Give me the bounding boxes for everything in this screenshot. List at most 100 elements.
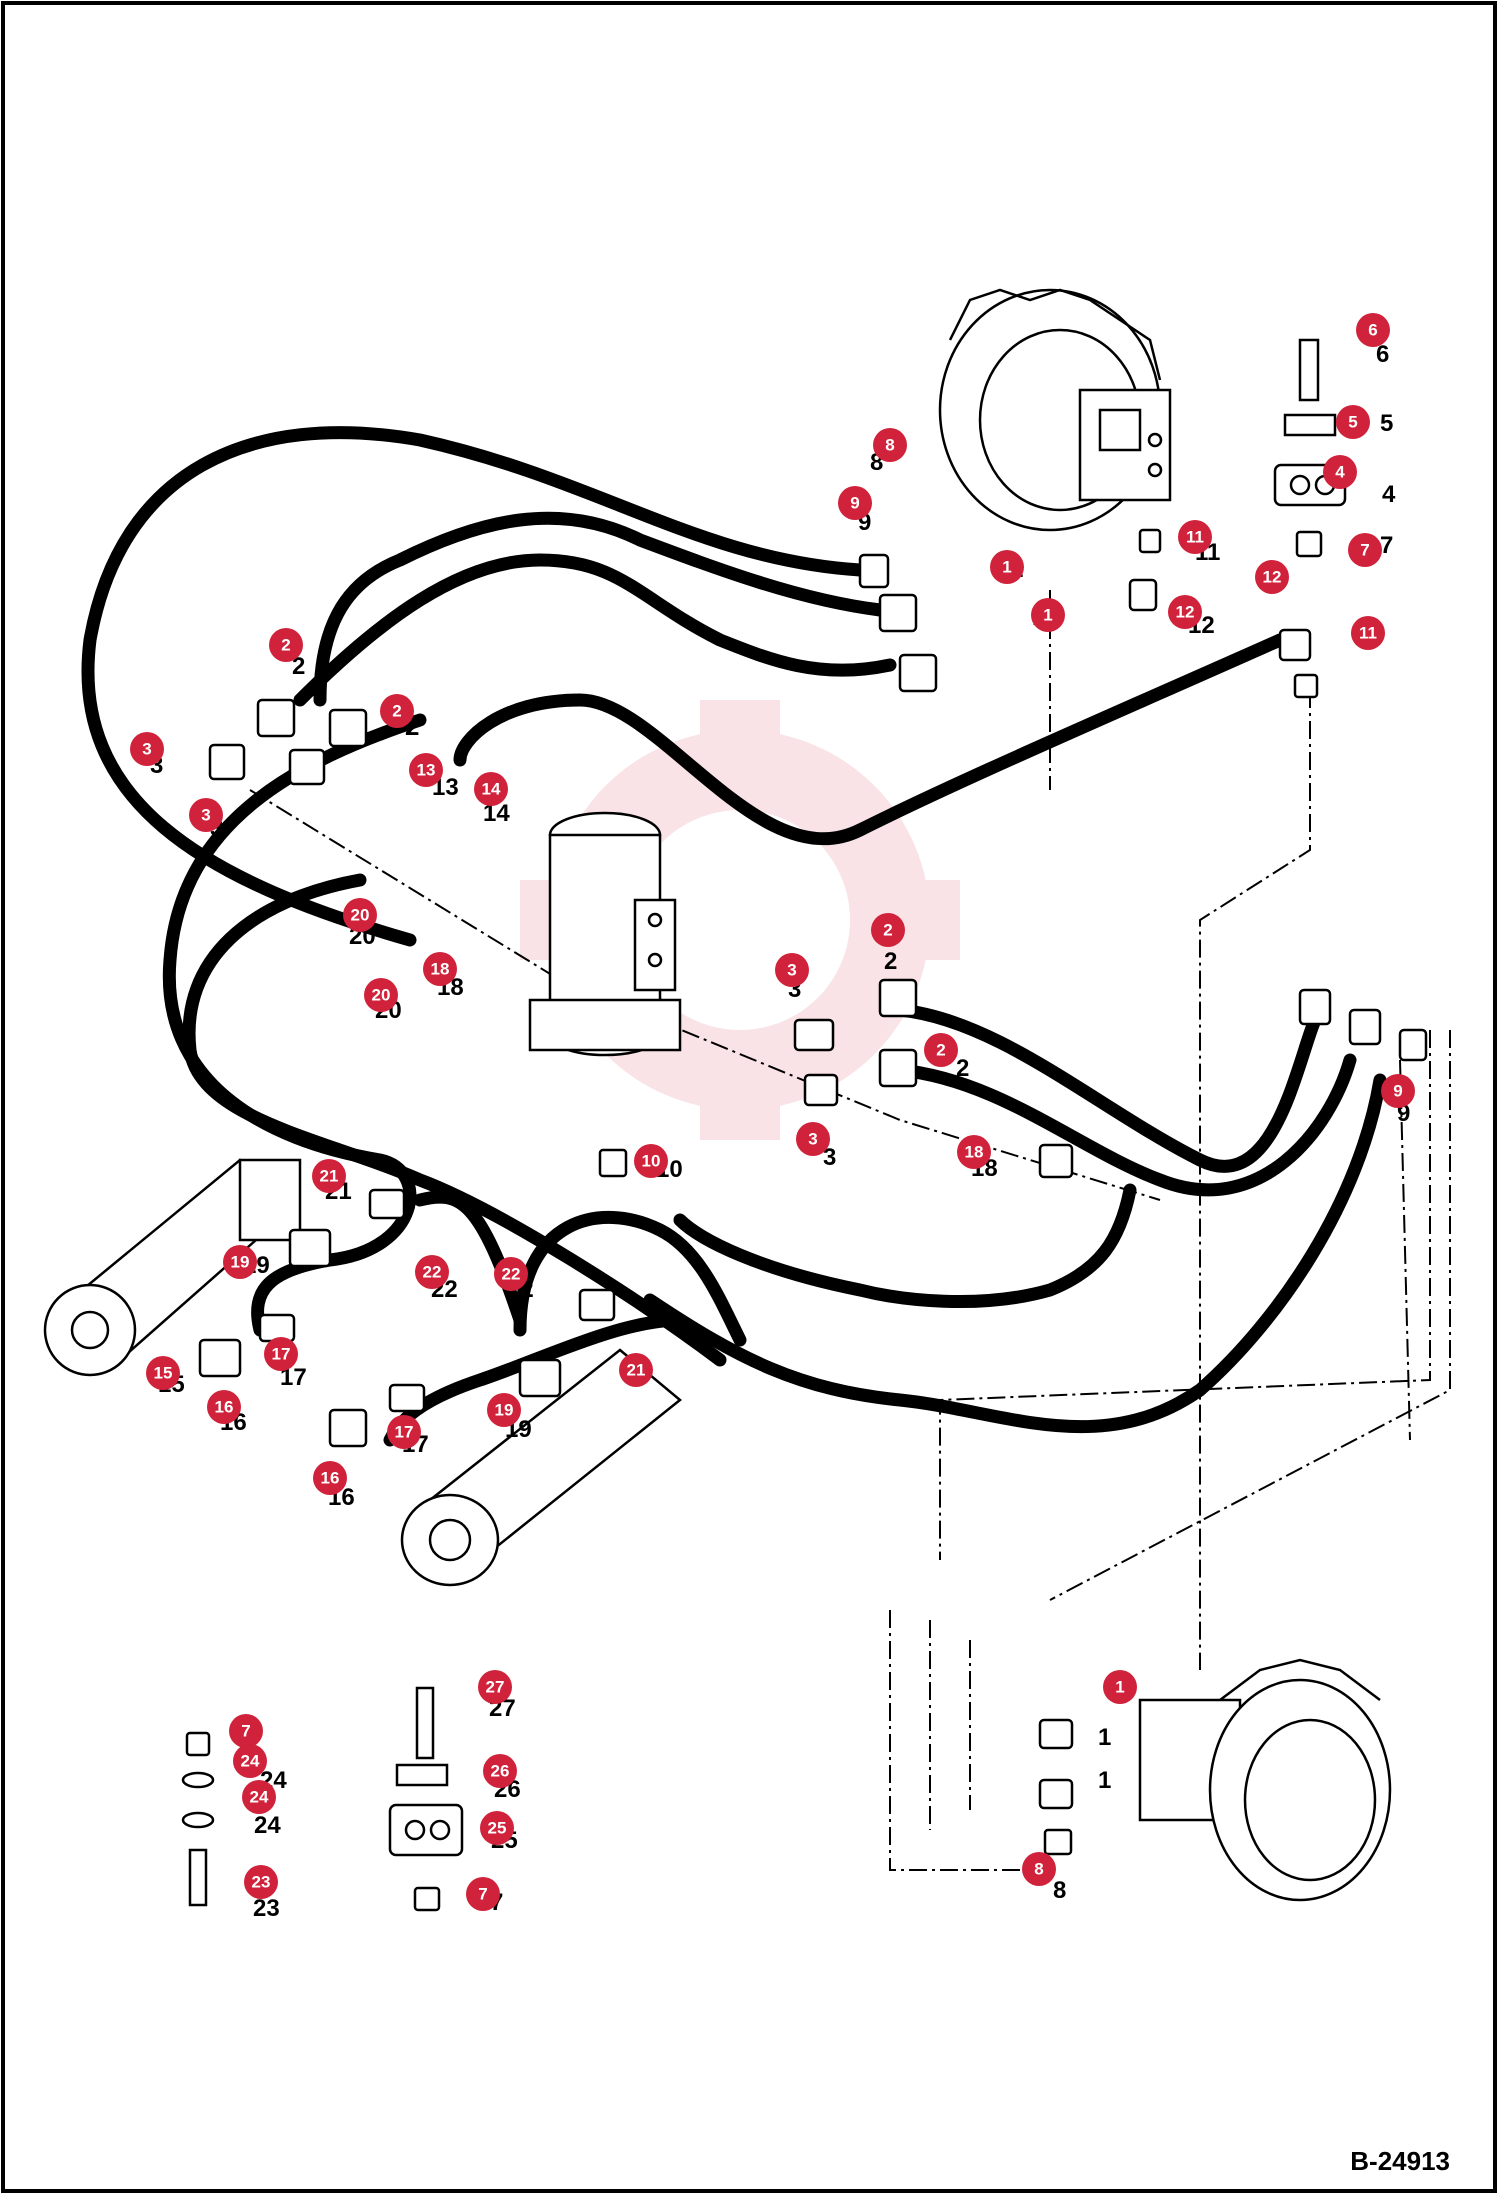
callout-12[interactable]: 12 [1255, 560, 1289, 594]
callout-marker[interactable] [1356, 313, 1390, 347]
callout-marker[interactable] [409, 753, 443, 787]
callout-8[interactable]: 8 [873, 428, 907, 462]
callout-3[interactable]: 3 [130, 732, 164, 766]
callout-marker[interactable] [1381, 1074, 1415, 1108]
callout-14[interactable]: 14 [474, 772, 508, 806]
callout-marker[interactable] [1031, 598, 1065, 632]
callout-11[interactable]: 11 [1178, 520, 1212, 554]
callout-2[interactable]: 2 [380, 694, 414, 728]
callout-10[interactable]: 10 [634, 1144, 668, 1178]
callout-17[interactable]: 17 [387, 1415, 421, 1449]
callout-1[interactable]: 1 [1031, 598, 1065, 632]
callout-marker[interactable] [796, 1122, 830, 1156]
callout-1[interactable]: 1 [1103, 1670, 1137, 1704]
callout-marker[interactable] [838, 486, 872, 520]
callout-marker[interactable] [269, 628, 303, 662]
callout-marker[interactable] [775, 953, 809, 987]
callout-8[interactable]: 8 [1022, 1852, 1056, 1886]
callout-5[interactable]: 5 [1336, 405, 1370, 439]
callout-27[interactable]: 27 [478, 1670, 512, 1704]
callout-22[interactable]: 22 [494, 1257, 528, 1291]
callout-marker[interactable] [634, 1144, 668, 1178]
callout-25[interactable]: 25 [480, 1811, 514, 1845]
callout-marker[interactable] [619, 1353, 653, 1387]
callout-marker[interactable] [233, 1744, 267, 1778]
callout-marker[interactable] [1348, 533, 1382, 567]
callout-3[interactable]: 3 [796, 1122, 830, 1156]
callout-3[interactable]: 3 [775, 953, 809, 987]
callout-marker[interactable] [343, 898, 377, 932]
callout-marker[interactable] [242, 1780, 276, 1814]
callout-marker[interactable] [223, 1245, 257, 1279]
callout-19[interactable]: 19 [487, 1393, 521, 1427]
callout-23[interactable]: 23 [244, 1865, 278, 1899]
callout-6[interactable]: 6 [1356, 313, 1390, 347]
callout-marker[interactable] [1336, 405, 1370, 439]
callout-9[interactable]: 9 [838, 486, 872, 520]
callout-2[interactable]: 2 [871, 913, 905, 947]
callout-11[interactable]: 11 [1351, 616, 1385, 650]
callout-marker[interactable] [494, 1257, 528, 1291]
callout-label: 16 [215, 1398, 234, 1417]
callout-19[interactable]: 19 [223, 1245, 257, 1279]
callout-7[interactable]: 7 [466, 1877, 500, 1911]
callout-22[interactable]: 22 [415, 1255, 449, 1289]
callout-marker[interactable] [1168, 595, 1202, 629]
callout-24[interactable]: 24 [233, 1744, 267, 1778]
callout-marker[interactable] [871, 913, 905, 947]
callout-18[interactable]: 18 [423, 952, 457, 986]
callout-marker[interactable] [146, 1356, 180, 1390]
callout-15[interactable]: 15 [146, 1356, 180, 1390]
callout-marker[interactable] [1022, 1852, 1056, 1886]
callout-marker[interactable] [423, 952, 457, 986]
callout-marker[interactable] [924, 1033, 958, 1067]
callout-marker[interactable] [873, 428, 907, 462]
callout-marker[interactable] [130, 732, 164, 766]
callout-marker[interactable] [415, 1255, 449, 1289]
callout-marker[interactable] [264, 1337, 298, 1371]
callout-24[interactable]: 24 [242, 1780, 276, 1814]
callout-marker[interactable] [1351, 616, 1385, 650]
callout-marker[interactable] [474, 772, 508, 806]
callout-marker[interactable] [207, 1390, 241, 1424]
callout-marker[interactable] [387, 1415, 421, 1449]
callout-9[interactable]: 9 [1381, 1074, 1415, 1108]
callout-label: 26 [491, 1762, 510, 1781]
callout-16[interactable]: 16 [207, 1390, 241, 1424]
callout-20[interactable]: 20 [364, 978, 398, 1012]
callout-marker[interactable] [380, 694, 414, 728]
callout-marker[interactable] [312, 1159, 346, 1193]
callout-marker[interactable] [1103, 1670, 1137, 1704]
callout-3[interactable]: 3 [189, 798, 223, 832]
callout-marker[interactable] [364, 978, 398, 1012]
callout-13[interactable]: 13 [409, 753, 443, 787]
callout-18[interactable]: 18 [957, 1135, 991, 1169]
callout-marker[interactable] [478, 1670, 512, 1704]
callout-4[interactable]: 4 [1323, 455, 1357, 489]
callout-16[interactable]: 16 [313, 1461, 347, 1495]
callout-20[interactable]: 20 [343, 898, 377, 932]
callout-marker[interactable] [483, 1754, 517, 1788]
callout-12[interactable]: 12 [1168, 595, 1202, 629]
callout-21[interactable]: 21 [619, 1353, 653, 1387]
callout-marker[interactable] [1323, 455, 1357, 489]
callout-7[interactable]: 7 [229, 1714, 263, 1748]
callout-marker[interactable] [244, 1865, 278, 1899]
callout-1[interactable]: 1 [990, 550, 1024, 584]
callout-marker[interactable] [466, 1877, 500, 1911]
callout-marker[interactable] [957, 1135, 991, 1169]
callout-2[interactable]: 2 [924, 1033, 958, 1067]
callout-marker[interactable] [990, 550, 1024, 584]
callout-26[interactable]: 26 [483, 1754, 517, 1788]
callout-2[interactable]: 2 [269, 628, 303, 662]
callout-marker[interactable] [480, 1811, 514, 1845]
callout-marker[interactable] [1178, 520, 1212, 554]
callout-marker[interactable] [487, 1393, 521, 1427]
callout-marker[interactable] [313, 1461, 347, 1495]
callout-marker[interactable] [189, 798, 223, 832]
callout-21[interactable]: 21 [312, 1159, 346, 1193]
callout-7[interactable]: 7 [1348, 533, 1382, 567]
callout-marker[interactable] [1255, 560, 1289, 594]
callout-17[interactable]: 17 [264, 1337, 298, 1371]
callout-marker[interactable] [229, 1714, 263, 1748]
